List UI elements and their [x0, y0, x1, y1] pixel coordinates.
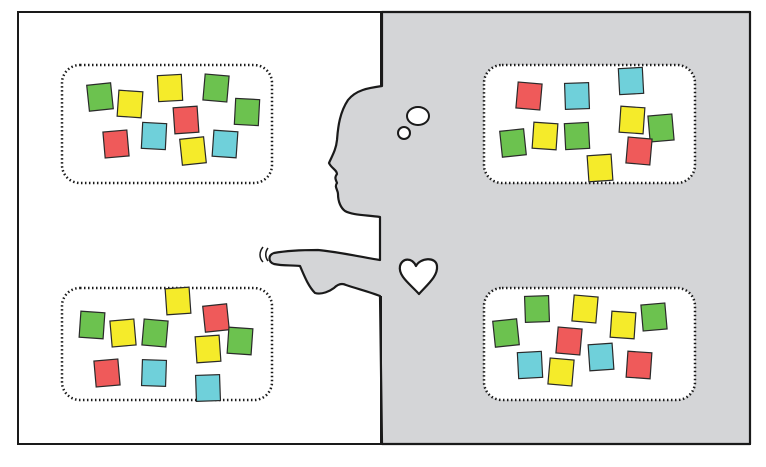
sticky-note-yellow: [164, 286, 192, 316]
sticky-note-cluster-bottom-left: [60, 286, 274, 403]
sticky-note-cyan: [617, 66, 645, 96]
sticky-note-green: [647, 113, 675, 143]
sticky-note-green: [563, 121, 591, 151]
frame-border: [17, 11, 751, 445]
sticky-note-cyan: [211, 129, 239, 159]
sticky-note-red: [202, 303, 230, 333]
sticky-note-cluster-bottom-right: [482, 286, 697, 402]
sticky-note-red: [555, 326, 583, 356]
sticky-note-yellow: [531, 121, 559, 151]
sticky-note-yellow: [586, 153, 614, 183]
sticky-note-yellow: [618, 105, 646, 135]
sticky-note-green: [492, 318, 520, 348]
sticky-note-yellow: [156, 73, 184, 103]
sticky-note-yellow: [194, 334, 222, 364]
sticky-note-red: [102, 129, 130, 159]
sticky-note-yellow: [609, 310, 637, 340]
sticky-note-green: [640, 302, 668, 332]
sticky-note-cyan: [140, 358, 168, 388]
sticky-note-red: [515, 81, 543, 111]
sticky-note-yellow: [109, 318, 137, 348]
sticky-note-green: [226, 326, 254, 356]
sticky-note-cyan: [516, 350, 544, 380]
sticky-note-red: [625, 136, 653, 166]
sticky-note-cyan: [140, 121, 168, 151]
sticky-note-green: [86, 82, 114, 112]
sticky-note-green: [202, 73, 230, 103]
sticky-note-cluster-top-left: [60, 63, 274, 185]
sticky-note-red: [93, 358, 121, 388]
heart-icon: [398, 258, 439, 296]
sticky-note-yellow: [547, 357, 575, 387]
motion-lines-icon: [259, 246, 269, 263]
sticky-note-green: [78, 310, 106, 340]
sticky-note-green: [141, 318, 169, 348]
sticky-note-yellow: [571, 294, 599, 324]
sticky-note-cluster-top-right: [482, 63, 697, 185]
sticky-note-cyan: [587, 342, 615, 372]
sticky-note-red: [172, 105, 200, 135]
sticky-note-green: [499, 128, 527, 158]
sticky-note-green: [233, 97, 261, 127]
sticky-note-cyan: [563, 81, 591, 111]
sticky-note-green: [523, 294, 551, 324]
sticky-note-yellow: [179, 136, 207, 166]
sticky-note-cyan: [194, 373, 222, 403]
sticky-note-yellow: [116, 89, 144, 119]
thought-bubble-icon: [397, 106, 430, 140]
sticky-note-red: [625, 350, 653, 380]
